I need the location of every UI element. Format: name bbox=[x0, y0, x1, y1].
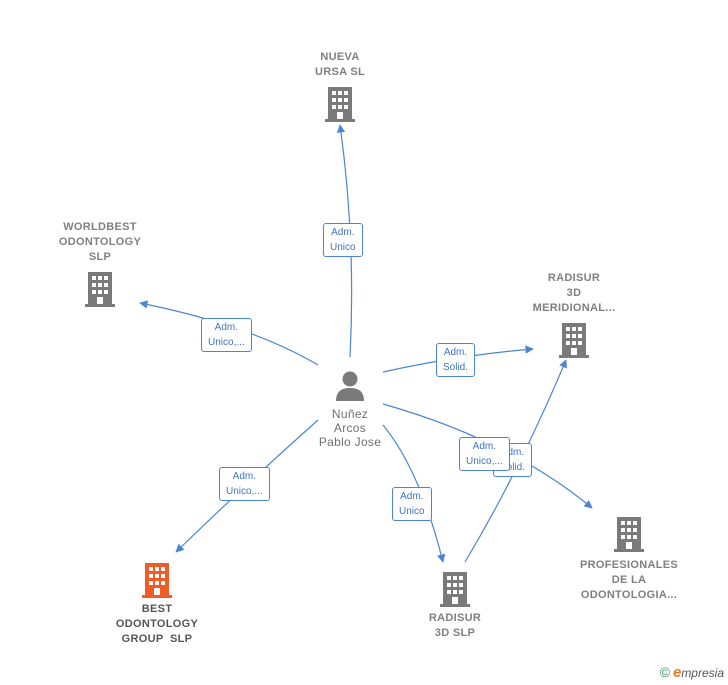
building-icon bbox=[559, 323, 589, 358]
edge-label-radisur-3d[interactable]: Adm.Unico bbox=[392, 487, 432, 521]
edge-label-best[interactable]: Adm.Unico,... bbox=[219, 467, 270, 501]
building-icon bbox=[614, 517, 644, 552]
building-icon bbox=[142, 563, 172, 598]
copyright-icon: © bbox=[659, 664, 670, 680]
brand-footer: ©empresia bbox=[660, 664, 724, 681]
edge-line-radisur-3d bbox=[382, 424, 446, 563]
building-icon bbox=[325, 87, 355, 122]
building-icon bbox=[85, 272, 115, 307]
person-icon bbox=[336, 371, 364, 401]
building-icon bbox=[440, 572, 470, 607]
edge-label-nueva[interactable]: Adm.Unico bbox=[323, 223, 363, 257]
edge-label-worldbest[interactable]: Adm.Unico,... bbox=[201, 318, 252, 352]
edge-label-radisur-meridional[interactable]: Adm.Solid. bbox=[436, 343, 476, 377]
brand-logo: empresia bbox=[672, 664, 724, 681]
edge-label-profesionales[interactable]: Adm.Unico,... bbox=[459, 437, 510, 471]
